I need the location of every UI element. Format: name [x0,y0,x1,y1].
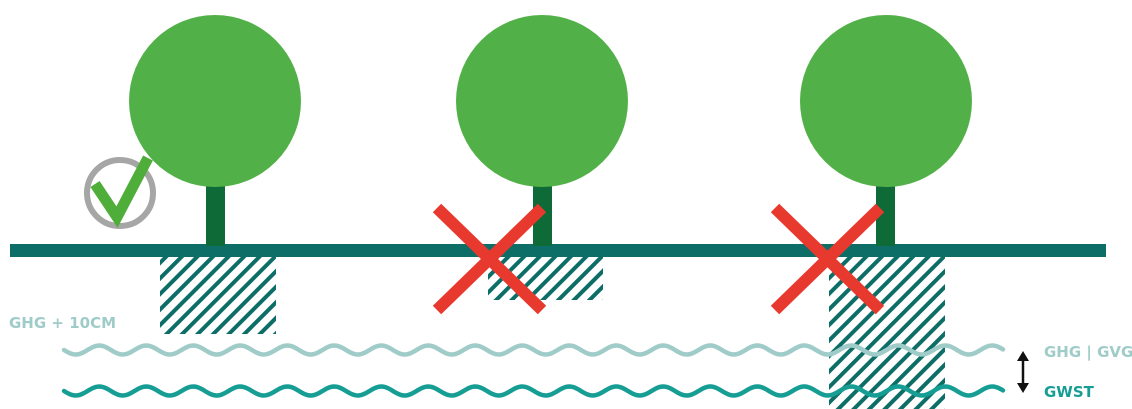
label-gwst: GWST [1044,383,1095,401]
tree-correct [129,15,301,246]
label-ghg-gvg: GHG | GVG [1044,343,1132,362]
tree-wrong-right [800,15,972,246]
label-ghg-plus-10cm: GHG + 10CM [9,314,116,332]
tree-canopy [456,15,628,187]
ground-line [10,244,1106,257]
tree-trunk [206,180,225,246]
tree-canopy [129,15,301,187]
root-zone-left [160,257,276,334]
check-circle-icon [87,158,153,226]
double-arrow-icon [1017,351,1029,393]
tree-canopy [800,15,972,187]
